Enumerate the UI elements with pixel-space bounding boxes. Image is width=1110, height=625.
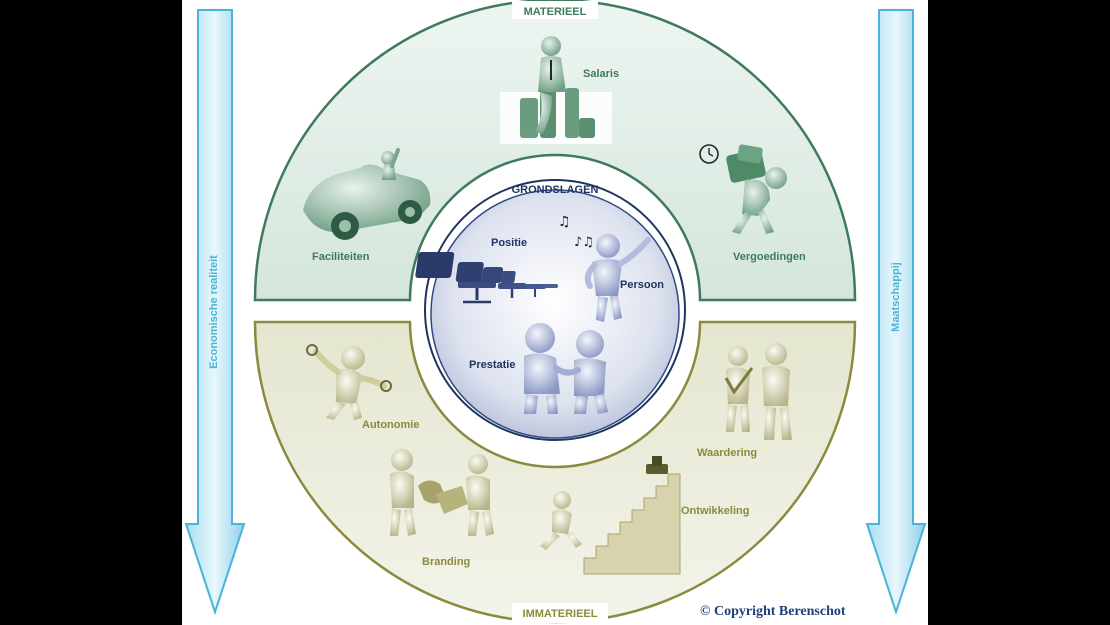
figure-climbing-stairs-icon [540,456,681,575]
office-chairs-icon [415,252,558,304]
figure-with-checkmark-icon [724,343,792,440]
prestatie-label: Prestatie [469,359,515,371]
positie-label: Positie [491,237,527,249]
svg-text:♫: ♫ [558,214,571,230]
vergoedingen-label: Vergoedingen [733,251,806,263]
immaterieel-title-bg [512,603,608,623]
figure-carrying-money-icon [699,144,787,234]
faciliteiten-label: Faciliteiten [312,251,370,263]
materieel-title: MATERIEEL [524,6,587,18]
branding-label: Branding [422,556,470,568]
autonomie-label: Autonomie [362,419,419,431]
handshake-figures-icon [524,323,608,414]
right-down-arrow: Maatschappij [865,9,927,616]
salaris-label: Salaris [583,68,619,80]
right-arrow-label: Maatschappij [890,262,902,332]
slingshot-figure-icon [306,344,392,420]
persoon-label: Persoon [620,279,664,291]
presenting-figure-icon: ♫ ♪♫ [558,214,651,322]
left-arrow-label: Economische realiteit [208,255,220,369]
figure-on-money-stacks-icon [500,36,612,144]
materieel-title-bg [512,1,598,19]
copyright-notice: © Copyright Berenschot [700,604,846,619]
convertible-car-icon [303,148,431,240]
ontwikkeling-label: Ontwikkeling [681,505,749,517]
left-down-arrow: Economische realiteit [184,9,246,616]
svg-text:♪♫: ♪♫ [574,235,594,250]
waardering-label: Waardering [697,447,757,459]
immaterieel-section [253,320,857,624]
immaterieel-title: IMMATERIEEL [523,608,598,620]
figures-with-puzzle-icon [390,449,494,536]
materieel-section [253,0,857,302]
grondslagen-title: GRONDSLAGEN [512,184,599,196]
